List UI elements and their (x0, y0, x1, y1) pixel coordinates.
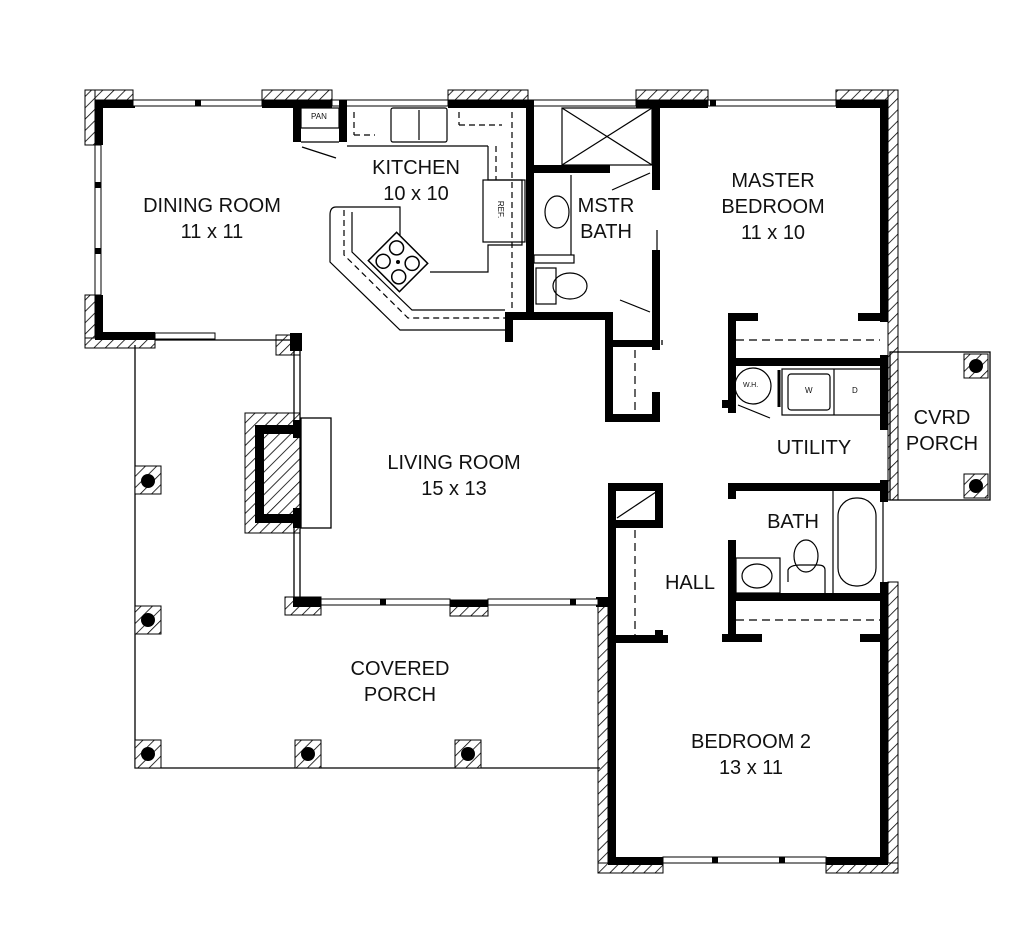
room-size: 15 x 13 (421, 478, 487, 500)
room-name-line2: PORCH (363, 684, 437, 706)
room-name: BATH (767, 511, 819, 533)
room-name: BEDROOM 2 (690, 731, 812, 753)
window-mullions (95, 100, 785, 863)
room-name: CVRD (913, 407, 971, 429)
room-hall: HALL (665, 570, 715, 596)
room-name: LIVING ROOM (387, 452, 521, 474)
room-size: 10 x 10 (383, 183, 449, 205)
room-size: 11 x 10 (740, 222, 806, 244)
room-covered-porch: COVERED PORCH (351, 656, 450, 708)
refrigerator-label: REF. (496, 200, 506, 219)
room-name: COVERED (350, 658, 450, 680)
room-master-bedroom: MASTER BEDROOM 11 x 10 (721, 168, 824, 246)
porch-posts (134, 353, 989, 769)
room-name: DINING ROOM (143, 195, 281, 217)
room-size: 13 x 11 (718, 757, 784, 779)
room-cvrd-porch: CVRD PORCH (906, 405, 978, 457)
pantry-label: PAN (311, 112, 327, 121)
dryer-label: D (852, 386, 858, 395)
room-size: 11 x 11 (180, 221, 244, 243)
washer-label: W (805, 386, 813, 395)
room-kitchen: KITCHEN 10 x 10 (372, 155, 460, 207)
room-name-line2: BEDROOM (721, 196, 825, 218)
master-bath-fixtures (533, 107, 660, 346)
water-heater-label: W.H. (743, 382, 759, 389)
room-name: MSTR (577, 195, 635, 217)
room-name: UTILITY (776, 437, 852, 459)
room-utility: UTILITY (777, 435, 851, 461)
room-living: LIVING ROOM 15 x 13 (387, 450, 520, 502)
room-name-line2: BATH (580, 221, 632, 243)
room-name: KITCHEN (372, 157, 460, 179)
room-bedroom-2: BEDROOM 2 13 x 11 (691, 729, 811, 781)
bath-fixtures (616, 491, 884, 594)
room-name: MASTER (731, 170, 815, 192)
room-dining: DINING ROOM 11 x 11 (143, 193, 281, 245)
room-name: HALL (664, 572, 716, 594)
room-bath: BATH (767, 509, 819, 535)
kitchen-cabinets (300, 107, 526, 331)
porch-outline (134, 339, 991, 769)
room-master-bath: MSTR BATH (578, 193, 635, 245)
room-name-line2: PORCH (905, 433, 979, 455)
interior-walls (293, 100, 888, 643)
utility-fixtures (734, 367, 883, 419)
